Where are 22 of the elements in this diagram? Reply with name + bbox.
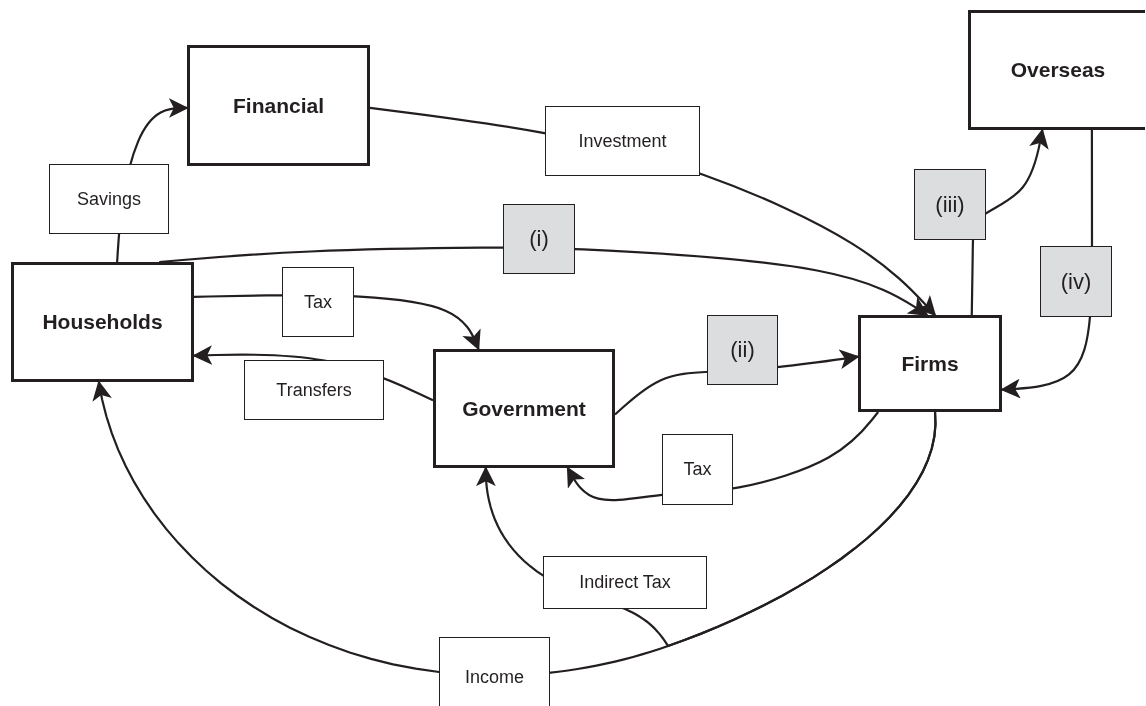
flow-label: Income (439, 637, 550, 706)
sector-box (11, 262, 194, 382)
flow-label: Tax (282, 267, 354, 337)
flow-label: (i) (503, 204, 575, 274)
sector-box (187, 45, 370, 166)
arrow (159, 246, 929, 316)
sector-label: Households (42, 310, 163, 334)
flow-label: (iv) (1040, 246, 1112, 317)
sector-label: Firms (901, 351, 959, 376)
sector-label: Overseas (1010, 58, 1106, 82)
flow-label: Savings (49, 164, 169, 234)
sector-box (433, 349, 615, 468)
sector-box (858, 315, 1002, 412)
flow-label: Investment (545, 106, 700, 176)
sector-box (968, 10, 1145, 130)
flow-label: (ii) (707, 315, 778, 385)
flow-label: Tax (662, 434, 733, 505)
flow-label: Indirect Tax (543, 556, 707, 609)
sector-label: Government (462, 396, 586, 421)
sector-label: Financial (233, 93, 324, 118)
flow-label: Transfers (244, 360, 384, 420)
flow-label: (iii) (914, 169, 986, 240)
